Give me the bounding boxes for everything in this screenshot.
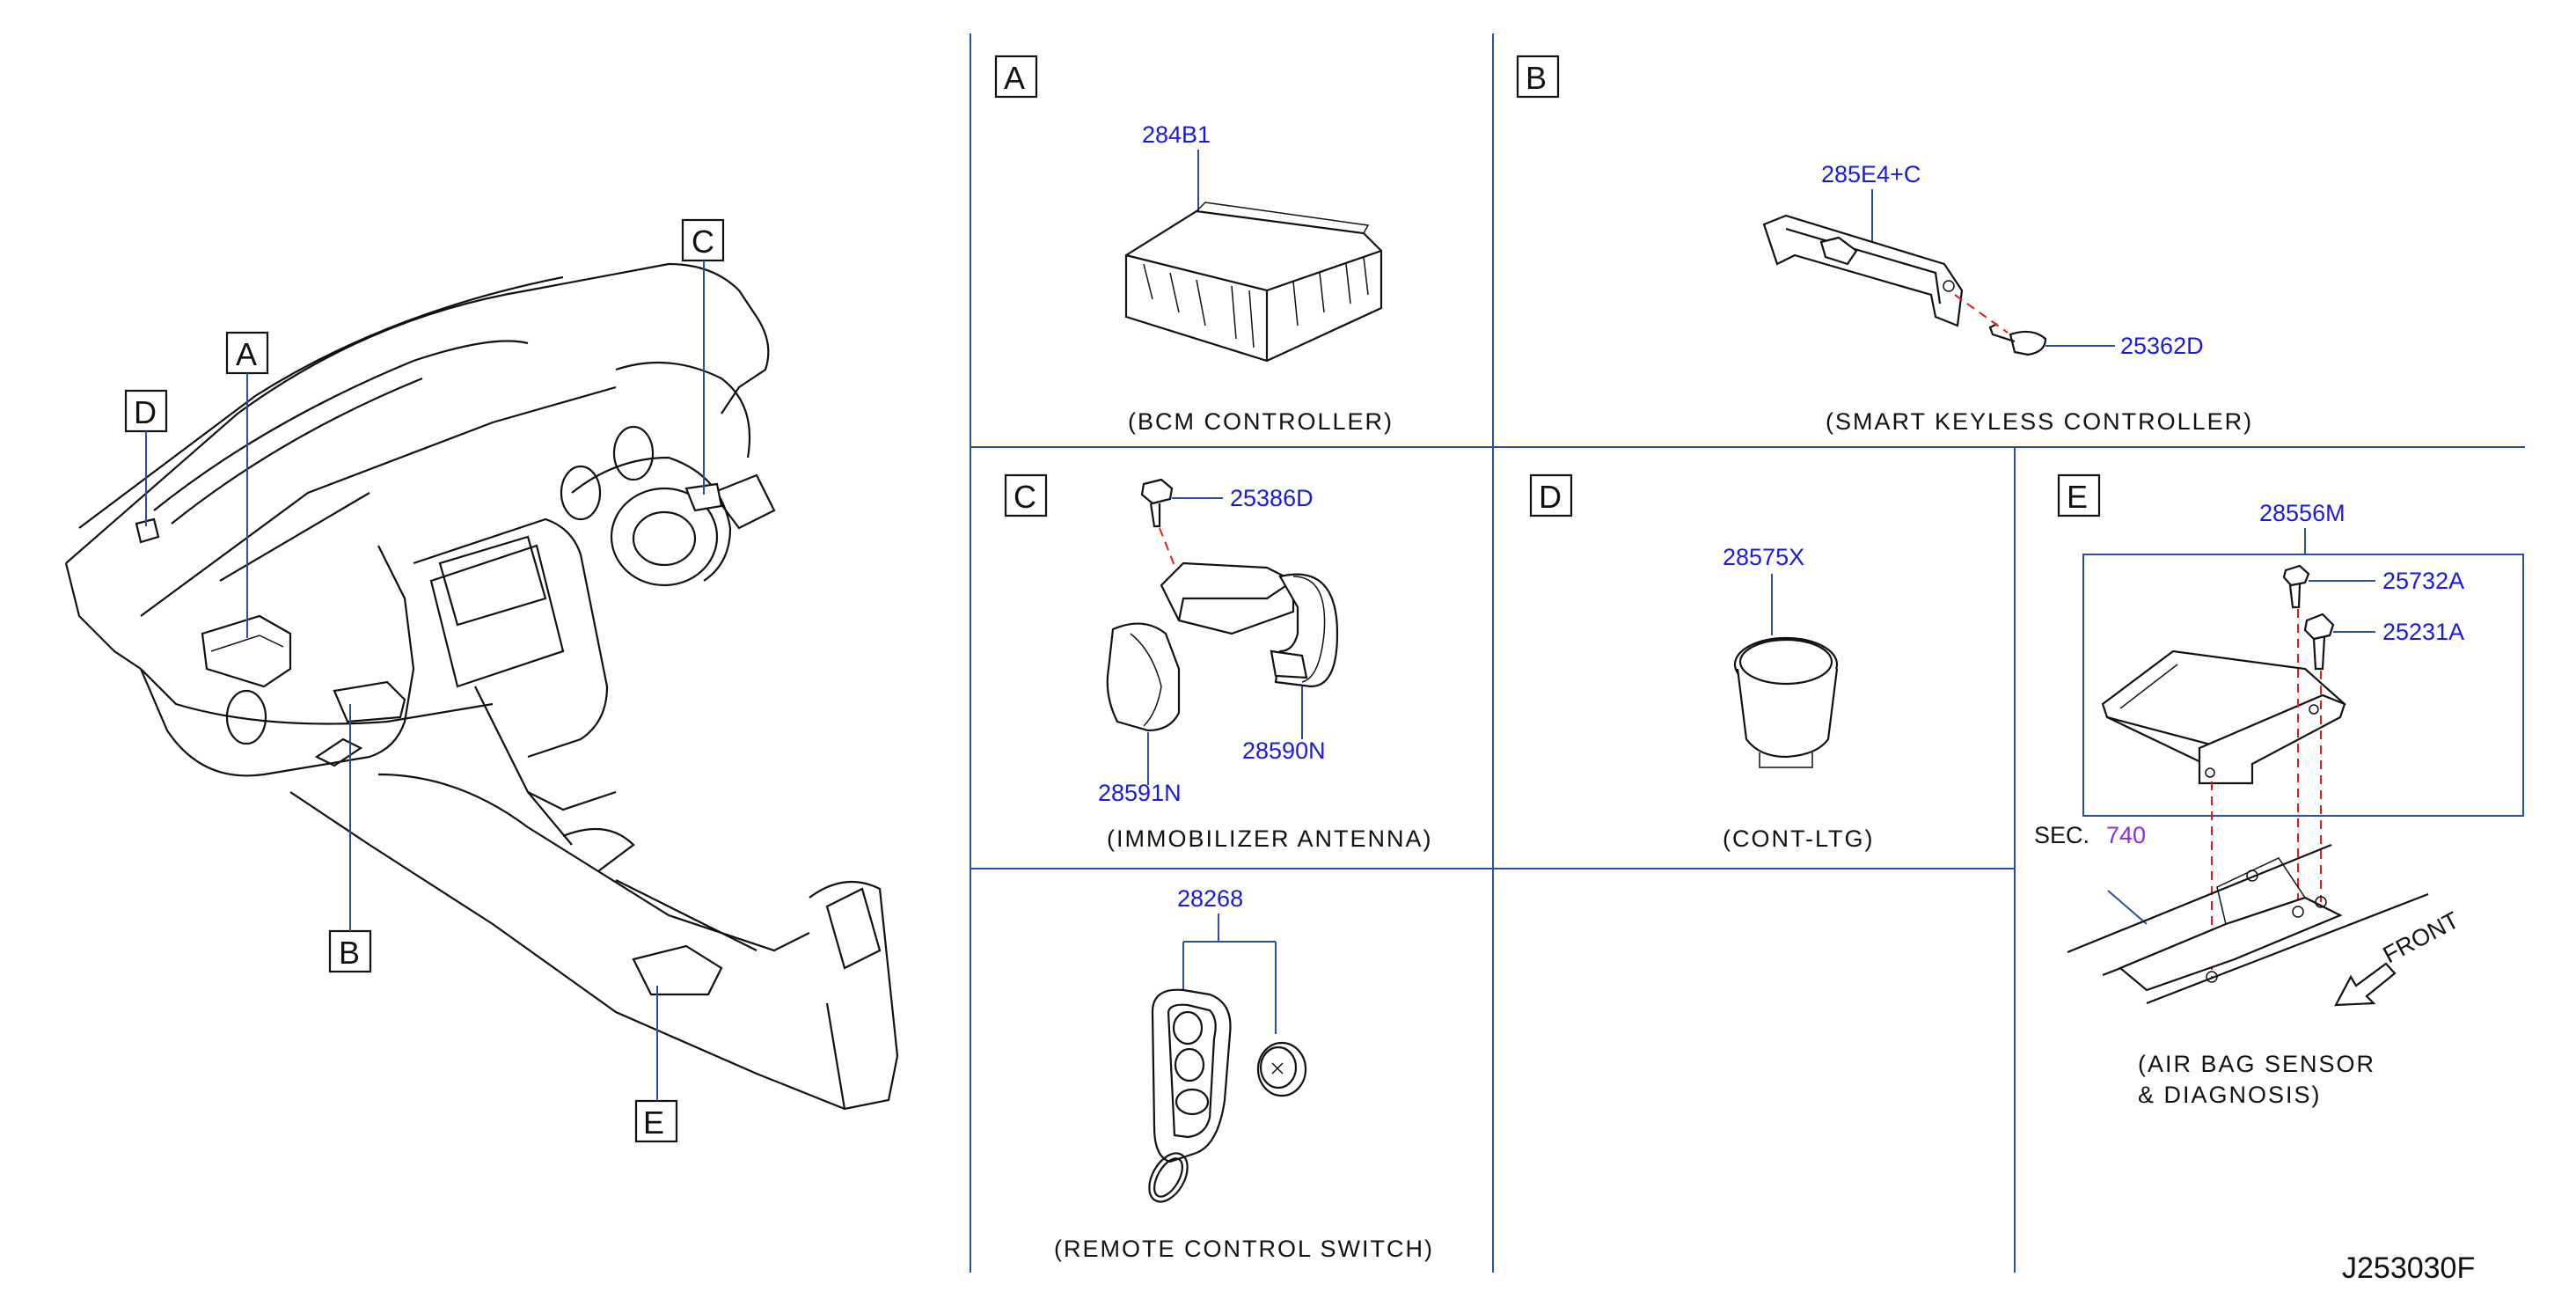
- part-number: 28575X: [1723, 544, 1804, 570]
- diagram-code: J253030F: [2342, 1251, 2475, 1285]
- bolt-drawing: [2282, 564, 2335, 671]
- panel-letter: E: [2067, 479, 2088, 515]
- part-number: 25732A: [2382, 568, 2464, 594]
- panel-caption: (REMOTE CONTROL SWITCH): [1054, 1236, 1434, 1262]
- air-bag-sensor-unit-drawing: [2101, 649, 2346, 785]
- part-number: 285E4+C: [1821, 161, 1921, 187]
- panel-caption: (IMMOBILIZER ANTENNA): [1107, 825, 1433, 852]
- coin-battery-drawing: [1256, 1041, 1307, 1097]
- key-fob-drawing: [1148, 988, 1232, 1203]
- panel-caption: (BCM CONTROLLER): [1128, 408, 1394, 435]
- part-number: 28590N: [1242, 737, 1326, 764]
- panel-grid: [970, 33, 2525, 1273]
- part-number: 28268: [1177, 885, 1243, 912]
- overview-callout-E: E: [634, 986, 678, 1143]
- front-arrow-icon: [2334, 962, 2397, 1007]
- panel-letter: C: [1014, 479, 1036, 515]
- part-number: 28591N: [1098, 780, 1182, 806]
- overview-callout-A: A: [225, 331, 269, 638]
- svg-text:B: B: [339, 935, 360, 971]
- part-number: 25362D: [2120, 333, 2204, 359]
- antenna-housing-drawing: [1160, 561, 1339, 688]
- panel-bcm-controller: A 284B1 (BCM CONTROLLER): [994, 55, 1394, 435]
- overview-callout-D: D: [124, 389, 168, 526]
- cont-ltg-switch-drawing: [1733, 636, 1839, 768]
- panel-remote-control-switch: 28268 (REMOTE CONTROL SWITCH): [1054, 885, 1434, 1262]
- section-label: SEC.: [2034, 822, 2089, 848]
- screw-drawing: [1140, 478, 1174, 528]
- svg-text:C: C: [692, 224, 714, 260]
- keyless-bracket-drawing: [1762, 214, 2047, 356]
- svg-text:D: D: [134, 394, 157, 430]
- panel-letter: D: [1539, 479, 1562, 515]
- overview-callout-B: B: [328, 704, 372, 973]
- floor-bracket-drawing: [2067, 843, 2429, 1005]
- svg-text:A: A: [236, 336, 257, 372]
- panel-smart-keyless-controller: B 285E4+C 25362D (SMART KEYLESS CONTROLL…: [1516, 55, 2253, 435]
- panel-immobilizer-antenna: C 25386D 28591N 28590N (IMMOBILIZER ANTE…: [1004, 473, 1433, 852]
- dashboard-overview: [64, 262, 899, 1111]
- part-number: 284B1: [1142, 121, 1211, 148]
- panel-cont-ltg: D 28575X (CONT-LTG): [1529, 473, 1874, 852]
- panel-caption-line1: (AIR BAG SENSOR: [2138, 1051, 2375, 1077]
- panel-caption: (CONT-LTG): [1723, 825, 1874, 852]
- bcm-module-drawing: [1124, 202, 1383, 363]
- part-number: 25231A: [2382, 619, 2464, 645]
- section-number: 740: [2106, 822, 2146, 848]
- svg-text:E: E: [643, 1104, 664, 1141]
- part-number: 25386D: [1230, 485, 1314, 511]
- panel-letter: A: [1004, 60, 1025, 96]
- direction-label: FRONT: [2379, 906, 2463, 968]
- overview-callout-C: C: [681, 218, 725, 495]
- panel-letter: B: [1526, 60, 1547, 96]
- panel-air-bag-sensor: E 28556M 25732A 25231A SEC. 740: [2034, 473, 2524, 1108]
- part-number: 28556M: [2259, 500, 2345, 526]
- panel-caption: (SMART KEYLESS CONTROLLER): [1826, 408, 2253, 435]
- antenna-ring-drawing: [1106, 622, 1181, 732]
- panel-caption-line2: & DIAGNOSIS): [2138, 1082, 2322, 1108]
